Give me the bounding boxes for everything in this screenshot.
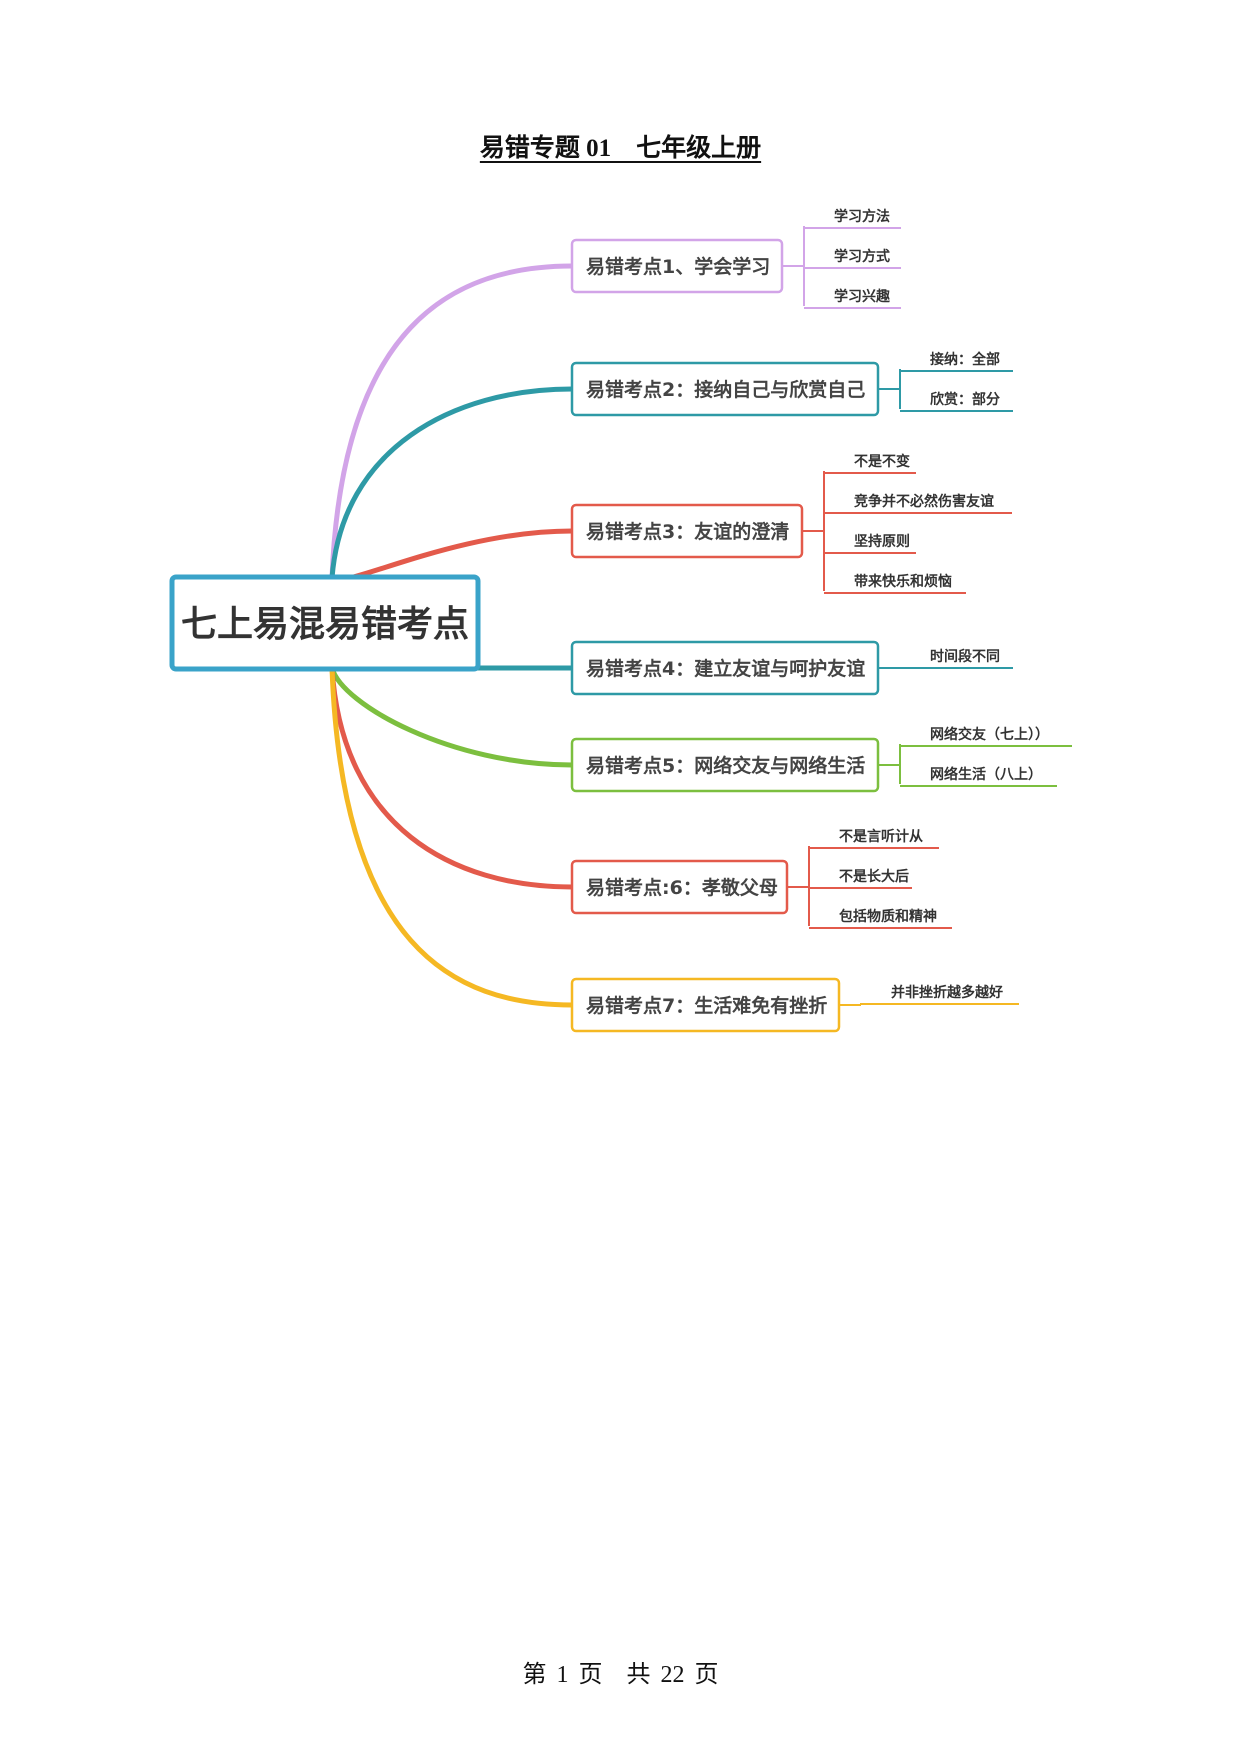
branch-node-label-4: 易错考点4：建立友谊与呵护友谊 <box>586 657 865 680</box>
branch-node-label-7: 易错考点7：生活难免有挫折 <box>586 994 827 1017</box>
footer-suffix: 页 <box>694 1662 719 1688</box>
child-label-5-1: 网络交友（七上）） <box>930 726 1049 743</box>
child-label-1-3: 学习兴趣 <box>834 288 891 305</box>
child-label-2-1: 接纳：全部 <box>930 351 1000 368</box>
child-label-1-1: 学习方法 <box>834 208 890 225</box>
child-label-4-1: 时间段不同 <box>930 648 1000 665</box>
child-label-3-2: 竞争并不必然伤害友谊 <box>854 493 994 510</box>
branch-connector-6 <box>329 665 575 890</box>
child-label-6-3: 包括物质和精神 <box>839 908 937 925</box>
document-title-text: 易错专题 01 七年级上册 <box>479 135 762 162</box>
child-label-1-2: 学习方式 <box>834 248 890 265</box>
child-label-5-2: 网络生活（八上） <box>930 766 1042 783</box>
child-label-6-2: 不是长大后 <box>839 868 909 885</box>
branch-node-label-3: 易错考点3：友谊的澄清 <box>586 520 789 543</box>
footer-total-pages: 22 <box>660 1662 685 1688</box>
footer-page-number: 1 <box>556 1662 569 1688</box>
child-label-3-4: 带来快乐和烦恼 <box>854 573 952 590</box>
footer-middle: 页 共 <box>578 1662 651 1688</box>
branch-connector-2 <box>329 386 575 581</box>
branch-node-label-6: 易错考点:6：孝敬父母 <box>586 876 778 899</box>
child-label-7-1: 并非挫折越多越好 <box>891 984 1003 1001</box>
child-label-6-1: 不是言听计从 <box>839 828 923 845</box>
branch-connector-7 <box>329 665 575 1008</box>
branch-connector-5 <box>329 665 575 768</box>
branch-node-label-1: 易错考点1、学会学习 <box>586 255 770 278</box>
footer-prefix: 第 <box>522 1662 547 1688</box>
child-label-2-2: 欣赏：部分 <box>930 391 1000 408</box>
child-label-3-3: 坚持原则 <box>854 533 910 550</box>
branch-node-label-2: 易错考点2：接纳自己与欣赏自己 <box>586 378 865 401</box>
branch-connector-1 <box>329 263 575 581</box>
root-node-box <box>169 574 481 672</box>
branch-node-label-5: 易错考点5：网络交友与网络生活 <box>586 754 865 777</box>
document-title: 易错专题 01 七年级上册 <box>0 128 1241 164</box>
root-node-label: 七上易混易错考点 <box>181 604 469 645</box>
child-label-3-1: 不是不变 <box>854 453 910 470</box>
branch-connector-3 <box>329 528 575 583</box>
